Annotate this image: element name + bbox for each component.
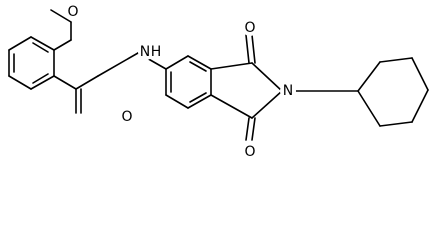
- molecule-structure: O N H O N O O: [8, 4, 429, 160]
- isoindoline-benzene-ring: [165, 55, 212, 109]
- atom-label-imide-oxygen-bottom: O: [242, 144, 258, 160]
- imide-ring: [210, 62, 283, 119]
- atom-label-methoxy-oxygen: O: [65, 4, 81, 20]
- atom-label-imide-oxygen-top: O: [242, 20, 258, 36]
- methoxy-group: [50, 9, 72, 51]
- atom-label-carbonyl-oxygen: O: [119, 109, 135, 125]
- atom-label-imide-nitrogen: N: [280, 83, 296, 99]
- amide-linkage: [53, 52, 167, 114]
- svg-text:N: N: [140, 44, 150, 60]
- svg-text:O: O: [244, 20, 255, 36]
- svg-text:O: O: [67, 4, 78, 20]
- svg-text:N: N: [283, 83, 293, 99]
- svg-text:O: O: [244, 144, 255, 160]
- svg-text:H: H: [151, 44, 162, 60]
- imide-carbonyls: [245, 34, 256, 141]
- svg-text:O: O: [121, 109, 132, 125]
- atom-label-amide-nitrogen: N H: [138, 44, 161, 60]
- methoxyphenyl-ring: [8, 36, 55, 90]
- cyclohexyl-group: [281, 57, 429, 127]
